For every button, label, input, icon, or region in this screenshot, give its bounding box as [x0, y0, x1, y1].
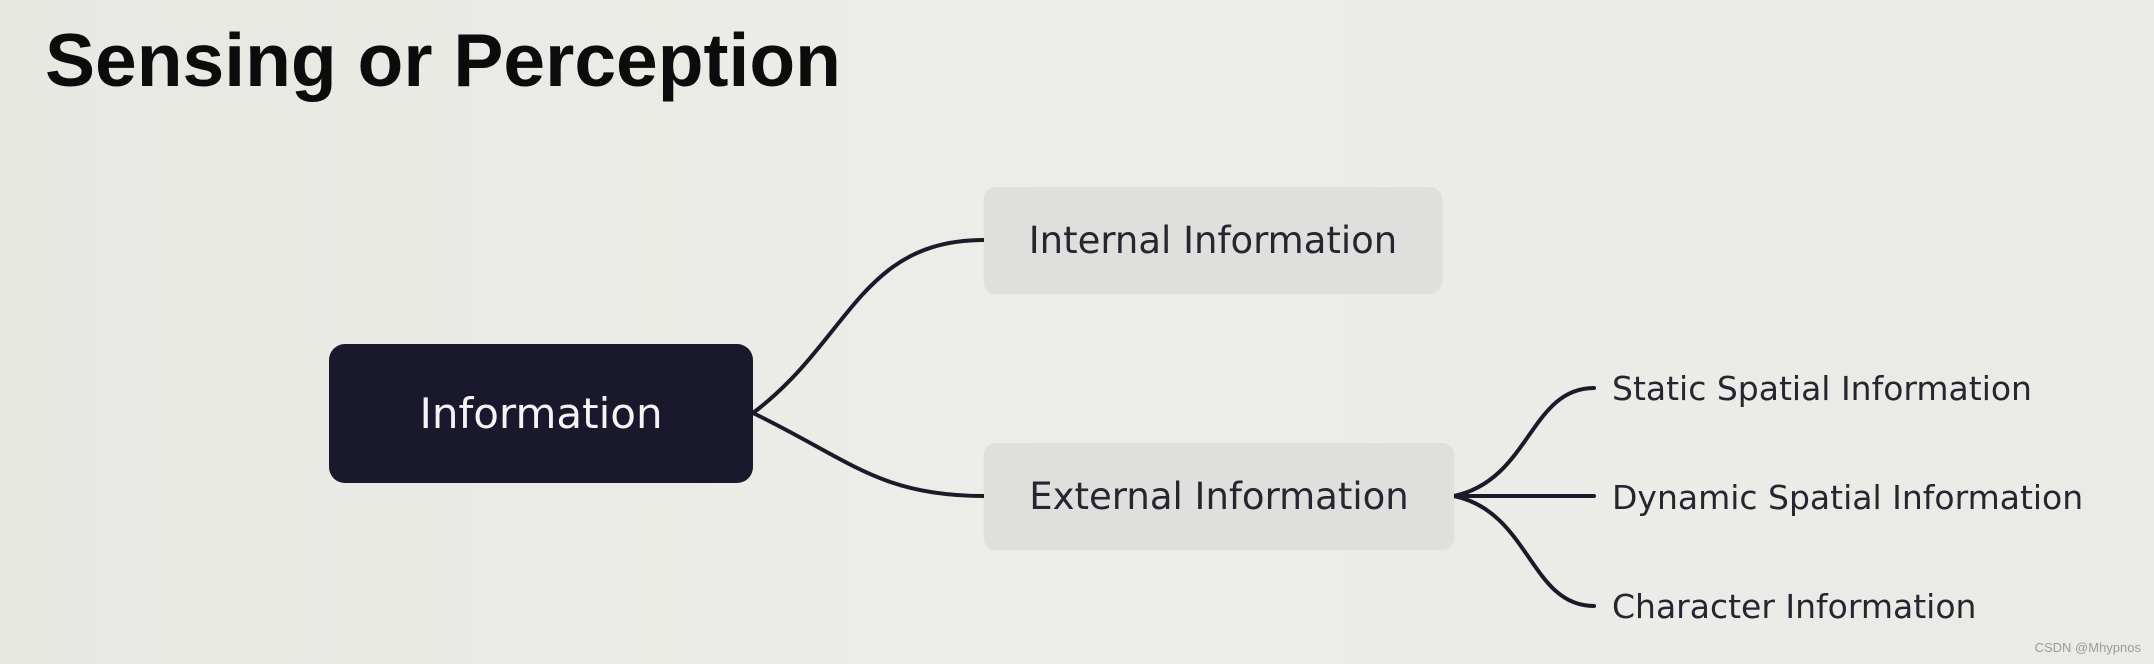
slide-title: Sensing or Perception — [45, 18, 841, 102]
node-external-information-label: External Information — [1029, 474, 1409, 518]
connector-external-character — [1452, 494, 1596, 608]
node-dynamic-spatial-information: Dynamic Spatial Information — [1612, 467, 2083, 527]
node-information: Information — [329, 344, 753, 483]
node-static-spatial-information-label: Static Spatial Information — [1612, 368, 2032, 408]
watermark: CSDN @Mhypnos — [2034, 640, 2141, 655]
node-information-label: Information — [419, 389, 663, 438]
connector-information-external — [751, 411, 986, 498]
node-external-information: External Information — [984, 443, 1454, 549]
node-character-information: Character Information — [1612, 576, 1976, 636]
connector-external-static — [1452, 386, 1596, 498]
node-dynamic-spatial-information-label: Dynamic Spatial Information — [1612, 477, 2084, 517]
node-internal-information-label: Internal Information — [1028, 218, 1398, 262]
connector-information-internal — [751, 238, 986, 415]
node-character-information-label: Character Information — [1612, 586, 1977, 626]
node-static-spatial-information: Static Spatial Information — [1612, 358, 2032, 418]
node-internal-information: Internal Information — [984, 187, 1442, 293]
